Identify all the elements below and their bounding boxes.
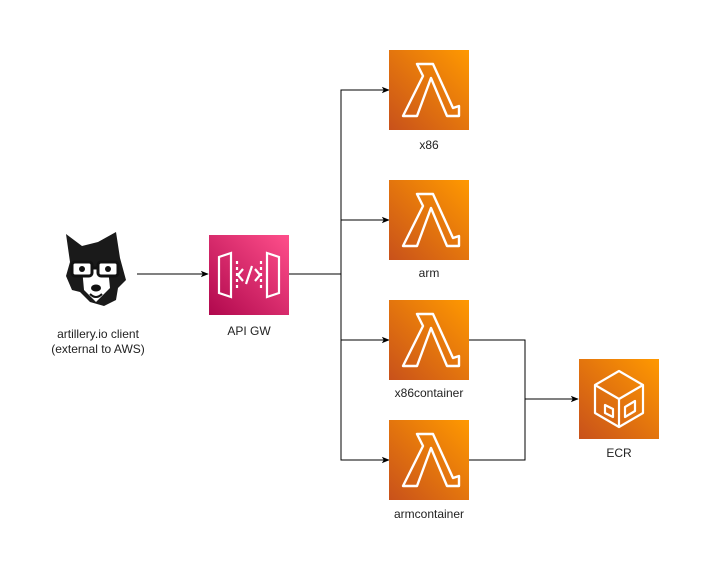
lambda-icon xyxy=(389,180,469,260)
lambda-icon xyxy=(389,420,469,500)
artillery-dog-logo xyxy=(66,232,126,306)
client-label: artillery.io client (external to AWS) xyxy=(28,327,168,357)
ecr-label: ECR xyxy=(606,446,632,460)
lambda-label-x86: x86 xyxy=(419,138,439,152)
lambda-label-arm: arm xyxy=(418,266,440,280)
client-label-line2: (external to AWS) xyxy=(51,342,145,356)
lambda-label-x86container: x86container xyxy=(394,386,464,400)
edge-apigw-to-x86 xyxy=(289,86,390,275)
lambda-icon xyxy=(389,300,469,380)
edge-armcontainer-to-ecr xyxy=(469,399,526,461)
api-gateway-icon xyxy=(209,235,289,315)
lambda-label-armcontainer: armcontainer xyxy=(393,507,465,521)
edge-apigw-to-armcontainer xyxy=(340,340,390,464)
api-gateway-label: API GW xyxy=(227,324,271,338)
client-label-line1: artillery.io client xyxy=(57,327,139,341)
lambda-icon xyxy=(389,50,469,130)
edge-apigw-to-x86container xyxy=(340,274,390,344)
ecr-icon xyxy=(579,359,659,439)
edges xyxy=(137,86,579,464)
edge-x86container-to-ecr xyxy=(469,339,579,403)
